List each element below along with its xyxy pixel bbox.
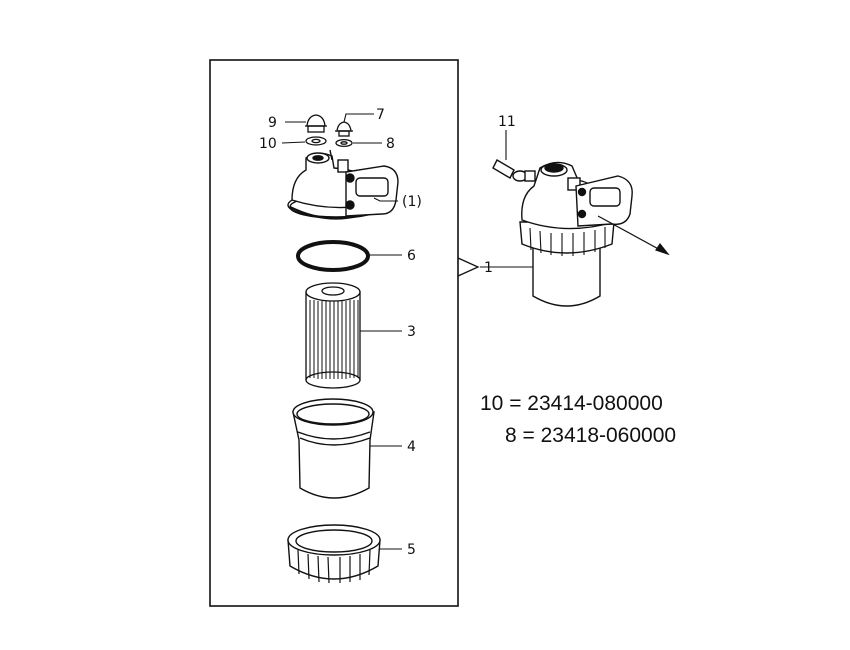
exploded-view-frame <box>209 59 459 607</box>
filter-head <box>287 149 399 220</box>
part-3-filter-element <box>305 282 361 389</box>
filter-pleats <box>309 300 359 379</box>
part-number-note-washer-10: 10 = 23414-080000 <box>480 392 663 415</box>
leader-lines <box>281 113 533 550</box>
callout-6: 6 <box>407 248 416 264</box>
callout-1-paren: (1) <box>402 194 422 210</box>
part-number-note-washer-8: 8 = 23418-060000 <box>505 424 677 447</box>
assembled-fuel-filter <box>492 159 633 307</box>
part-4-bowl <box>292 398 375 499</box>
part-9-plug <box>305 114 327 133</box>
callout-4: 4 <box>407 439 416 455</box>
callout-11: 11 <box>498 114 516 130</box>
callout-labels: 9 10 7 8 (1) 6 3 4 5 1 11 <box>259 107 516 558</box>
part-7-plug <box>335 121 353 137</box>
part-10-washer <box>305 136 327 146</box>
callout-1: 1 <box>484 260 493 276</box>
ring-nut-knurling <box>297 549 371 584</box>
callout-10: 10 <box>259 136 277 152</box>
callout-7: 7 <box>376 107 385 123</box>
callout-8: 8 <box>386 136 395 152</box>
callout-9: 9 <box>268 115 277 131</box>
callout-5: 5 <box>407 542 416 558</box>
part-6-o-ring <box>296 240 370 272</box>
fuel-flow-arrow <box>597 215 670 256</box>
callout-3: 3 <box>407 324 416 340</box>
assembly-bracket <box>457 257 480 277</box>
part-5-ring-nut <box>287 524 381 584</box>
part-8-washer <box>335 138 353 148</box>
